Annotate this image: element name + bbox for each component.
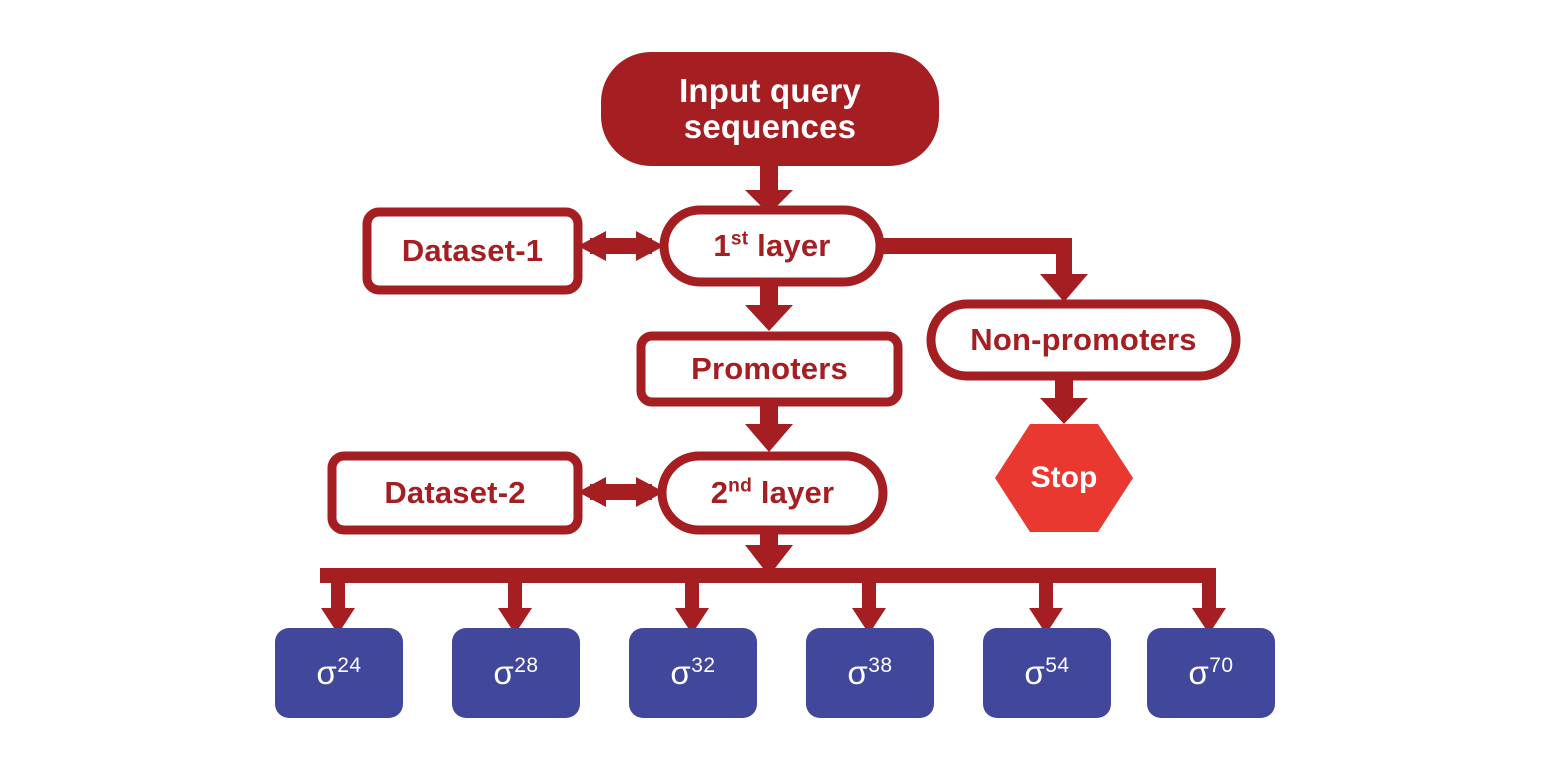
node-sigma-54-shape[interactable] (983, 628, 1111, 718)
node-first-layer-shape[interactable] (659, 205, 885, 287)
edge-bus-to-sigma-54 (1029, 568, 1063, 634)
node-sigma-28-shape[interactable] (452, 628, 580, 718)
sigma-distribution-bus (320, 568, 1216, 583)
node-sigma-38-shape[interactable] (806, 628, 934, 718)
node-stop-shape[interactable] (995, 424, 1133, 532)
node-promoters-shape[interactable] (636, 331, 903, 407)
node-sigma-24-shape[interactable] (275, 628, 403, 718)
edge-first-layer-to-non-promoters (876, 238, 1088, 302)
node-second-layer-shape[interactable] (657, 451, 888, 535)
node-input-query-sequences-shape[interactable] (601, 52, 939, 166)
edge-input-to-first-layer (745, 160, 793, 214)
edge-non-promoters-to-stop (1040, 374, 1088, 424)
node-non-promoters-shape[interactable] (926, 299, 1241, 381)
edge-first-layer-to-promoters (745, 281, 793, 331)
node-sigma-70-shape[interactable] (1147, 628, 1275, 718)
edge-promoters-to-second-layer (745, 400, 793, 452)
node-shape-layer (275, 52, 1275, 718)
node-dataset-1-shape[interactable] (362, 207, 583, 295)
edge-bus-to-sigma-32 (675, 568, 709, 634)
node-sigma-32-shape[interactable] (629, 628, 757, 718)
edge-bus-to-sigma-28 (498, 568, 532, 634)
edge-bus-to-sigma-70 (1192, 568, 1226, 634)
edge-dataset2-second-layer (578, 477, 664, 507)
edge-bus-to-sigma-24 (321, 568, 355, 634)
edge-dataset1-first-layer (578, 231, 664, 261)
node-dataset-2-shape[interactable] (327, 451, 583, 535)
edge-bus-to-sigma-38 (852, 568, 886, 634)
